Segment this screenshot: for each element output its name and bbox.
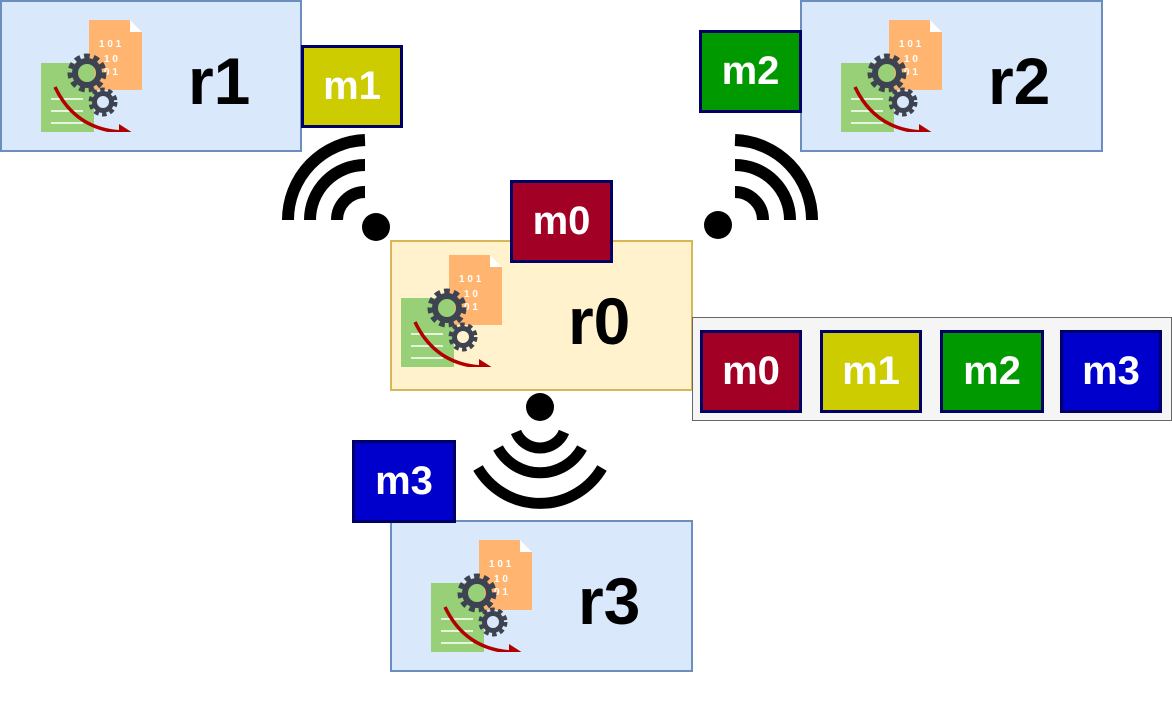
legend-m3: m3 [1060, 330, 1162, 413]
process-icon [395, 252, 505, 367]
process-icon [425, 537, 535, 652]
process-icon [35, 17, 145, 132]
message-m2: m2 [699, 30, 802, 113]
process-icon [835, 17, 945, 132]
node-r1: r1 [0, 0, 302, 152]
node-label: r3 [578, 564, 641, 638]
node-label: r2 [988, 44, 1051, 118]
message-m3: m3 [352, 440, 456, 523]
legend-m1: m1 [820, 330, 922, 413]
message-m0: m0 [510, 180, 613, 263]
wifi-icon-r2 [734, 134, 818, 221]
node-r2: r2 [800, 0, 1103, 152]
message-legend: m0 m1 m2 m3 [692, 317, 1172, 421]
wifi-icon-r3 [473, 429, 607, 509]
legend-m2: m2 [940, 330, 1044, 413]
node-r0: r0 [390, 240, 693, 391]
node-label: r0 [568, 284, 631, 358]
node-r3: r3 [390, 520, 693, 672]
legend-m0: m0 [700, 330, 802, 413]
message-m1: m1 [301, 45, 403, 128]
node-label: r1 [188, 44, 251, 118]
